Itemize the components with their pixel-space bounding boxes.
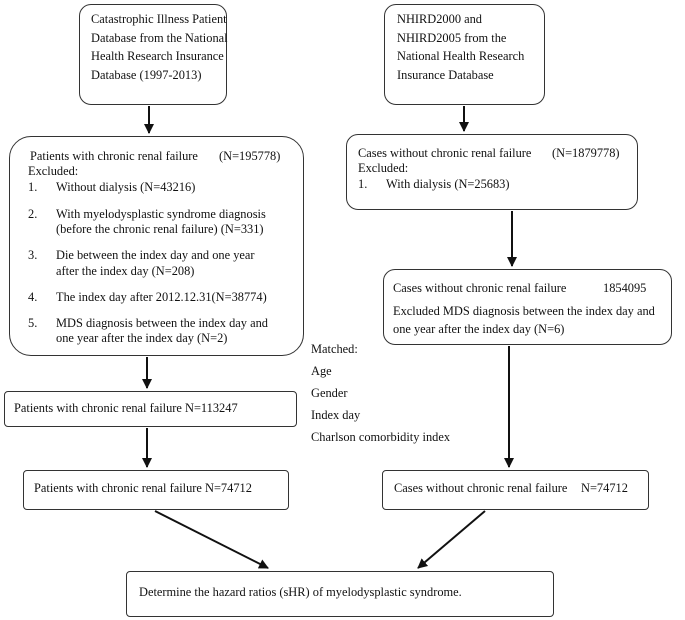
arrow-crf-74712-to-hazard	[154, 510, 269, 569]
crf-exclusion-title-text: Patients with chronic renal failure	[30, 149, 198, 163]
matched-item-charlson: Charlson comorbidity index	[311, 430, 451, 444]
non-crf-mds-line-3: one year after the index day (N=6)	[393, 322, 565, 336]
matched-item-gender: Gender	[311, 386, 348, 400]
item-text: Die between the index day and one year	[56, 248, 255, 262]
non-crf-exclusion-box	[346, 134, 638, 210]
crf-exclusion-box	[9, 136, 304, 356]
item-number: 2.	[28, 207, 38, 221]
matched-item-index-day: Index day	[311, 408, 361, 422]
item-text: The index day after 2012.12.31(N=38774)	[56, 290, 267, 304]
catastrophic-line-4: Database (1997-2013)	[91, 67, 202, 82]
nhird-database-box	[384, 4, 545, 105]
hazard-ratio-box	[126, 571, 554, 617]
crf-74712-text: Patients with chronic renal failure N=74…	[34, 481, 252, 495]
item-number: 1.	[358, 177, 368, 191]
crf-74712-box	[23, 470, 289, 510]
crf-exclusion-item-5: 5. MDS diagnosis between the index day an…	[28, 316, 268, 331]
non-crf-exclusion-title: Cases without chronic renal failure	[358, 146, 532, 160]
crf-exclusion-item-3-cont: after the index day (N=208)	[56, 264, 195, 278]
arrow-noncrf-74712-to-hazard	[417, 510, 486, 569]
non-crf-mds-title: Cases without chronic renal failure	[393, 281, 567, 295]
item-text: With myelodysplastic syndrome diagnosis	[56, 207, 266, 221]
crf-exclusion-item-4: 4. The index day after 2012.12.31(N=38774…	[28, 290, 267, 305]
crf-exclusion-title: Patients with chronic renal failure	[30, 149, 198, 164]
nhird-line-3: National Health Research	[397, 49, 525, 63]
nhird-line-4: Insurance Database	[397, 67, 494, 82]
item-number: 1.	[28, 180, 38, 194]
item-number: 5.	[28, 316, 38, 330]
item-text: Without dialysis (N=43216)	[56, 180, 196, 194]
crf-excluded-label: Excluded:	[28, 164, 79, 178]
item-text: With dialysis (N=25683)	[386, 177, 510, 191]
crf-exclusion-item-2: 2. With myelodysplastic syndrome diagnosi…	[28, 207, 266, 222]
catastrophic-illness-text: Catastrophic Illness Patient Database fr…	[91, 10, 228, 84]
matched-criteria: Matched: Age Gender Index day Charlson c…	[311, 338, 450, 448]
catastrophic-line-2: Database from the National	[91, 30, 228, 45]
non-crf-exclusion-count: (N=1879778)	[552, 146, 620, 160]
non-crf-exclusion-item: 1. With dialysis (N=25683)	[358, 177, 510, 192]
item-text: MDS diagnosis between the index day and	[56, 316, 268, 330]
item-number: 4.	[28, 290, 38, 304]
non-crf-excluded-label: Excluded:	[358, 161, 409, 175]
non-crf-74712-box	[382, 470, 649, 510]
non-crf-mds-line-2: Excluded MDS diagnosis between the index…	[393, 304, 655, 318]
crf-exclusion-item-3: 3. Die between the index day and one year	[28, 248, 255, 263]
matched-label: Matched:	[311, 342, 358, 356]
crf-113247-text: Patients with chronic renal failure N=11…	[14, 401, 238, 415]
crf-exclusion-item-5-cont: one year after the index day (N=2)	[56, 331, 228, 345]
crf-exclusion-item-2-cont: (before the chronic renal failure) (N=33…	[56, 222, 264, 236]
item-number: 3.	[28, 248, 38, 262]
nhird-text: NHIRD2000 and NHIRD2005 from the Nationa…	[397, 10, 524, 84]
non-crf-mds-box	[383, 269, 672, 345]
non-crf-74712-title: Cases without chronic renal failure	[394, 481, 568, 495]
matched-item-age: Age	[311, 364, 332, 378]
crf-113247-box	[4, 391, 297, 427]
crf-exclusion-count: (N=195778)	[219, 149, 281, 163]
catastrophic-illness-database-box	[79, 4, 227, 105]
crf-exclusion-item-1: 1. Without dialysis (N=43216)	[28, 180, 195, 195]
catastrophic-line-3: Health Research Insurance	[91, 49, 224, 63]
non-crf-mds-count: 1854095	[603, 281, 647, 295]
hazard-ratio-text: Determine the hazard ratios (sHR) of mye…	[139, 585, 462, 599]
nhird-line-1: NHIRD2000 and	[397, 12, 483, 26]
catastrophic-line-1: Catastrophic Illness Patient	[91, 12, 227, 26]
non-crf-74712-count: N=74712	[581, 481, 628, 495]
nhird-line-2: NHIRD2005 from the	[397, 30, 507, 45]
